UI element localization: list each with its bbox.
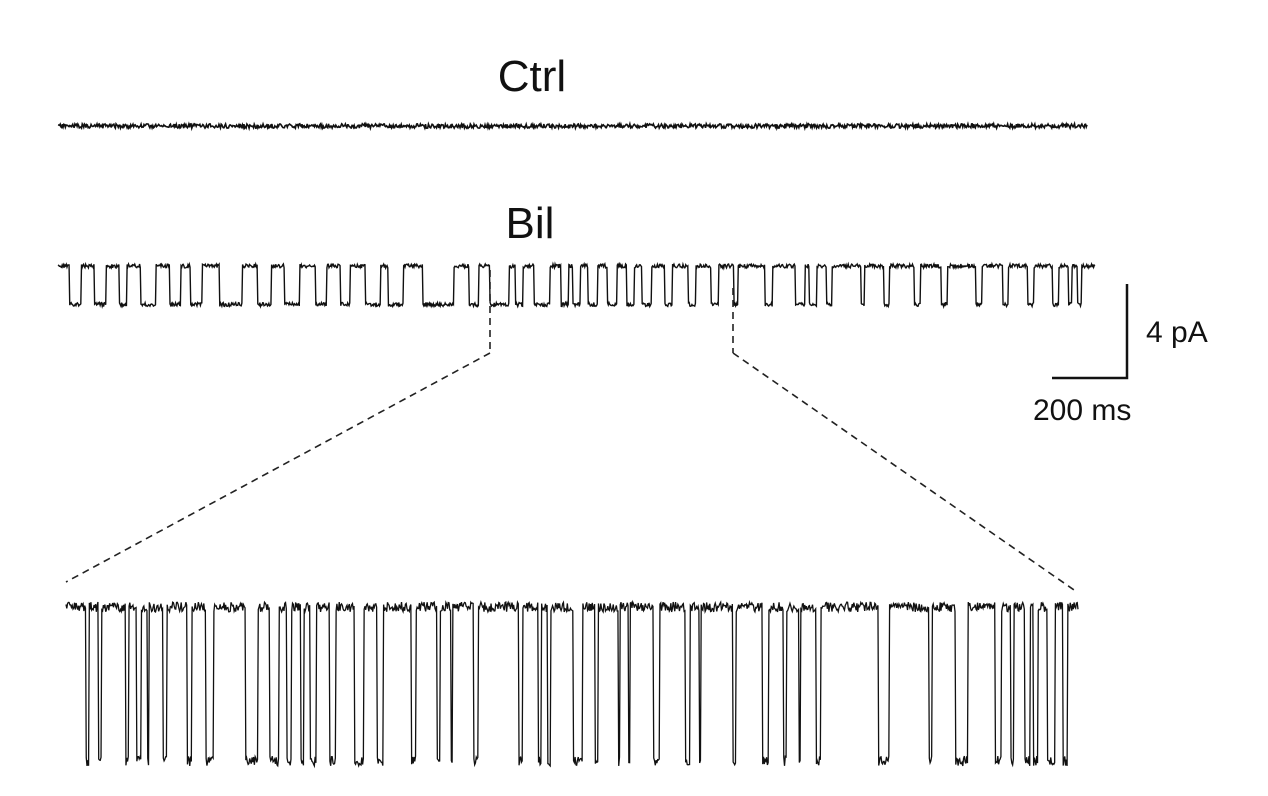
bil-current-trace — [57, 261, 1096, 310]
ctrl-trace-label: Ctrl — [498, 52, 566, 101]
ctrl-current-trace — [57, 120, 1088, 132]
scale-bar-time-label: 200 ms — [1033, 394, 1131, 427]
zoom-guide-left-diagonal — [65, 352, 491, 583]
bil-expanded-current-trace — [65, 599, 1079, 769]
zoom-guide-right-diagonal — [732, 352, 1078, 593]
scale-bar — [1052, 284, 1129, 380]
bil-trace-label: Bil — [506, 199, 555, 248]
scale-bar-current-label: 4 pA — [1146, 316, 1208, 349]
